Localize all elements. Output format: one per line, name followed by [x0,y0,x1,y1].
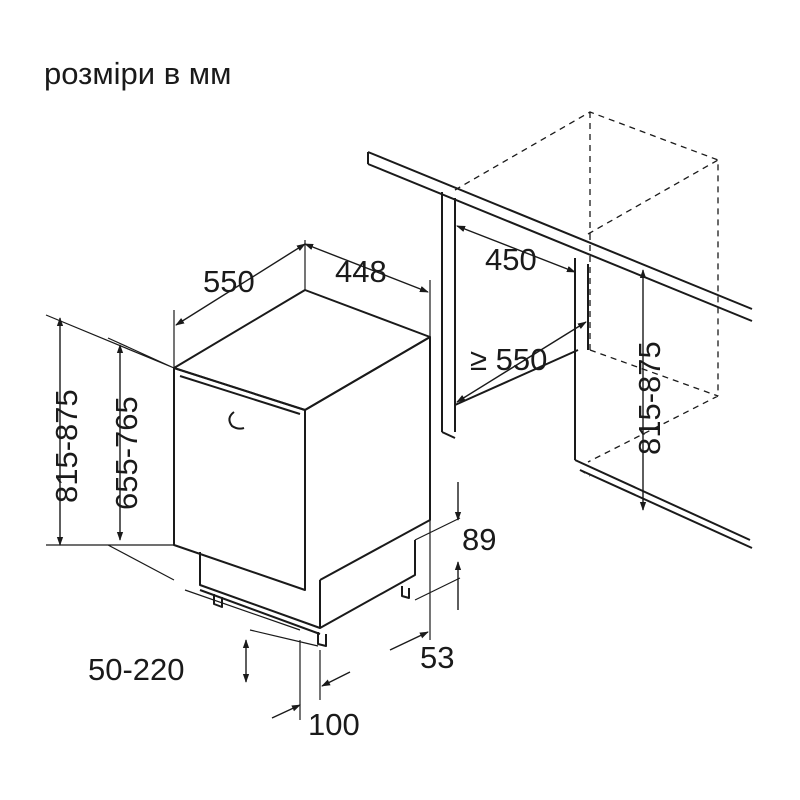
niche-back-outline [454,111,719,463]
label-plinth-height: 50-220 [88,652,185,687]
label-niche-width-450: 450 [485,242,537,277]
label-plinth-53: 53 [420,640,454,675]
label-width-448: 448 [335,254,387,289]
dimension-labels: 550 448 450 ≥ 550 815-875 815-875 655-76… [49,242,667,742]
niche-left-panel [441,192,456,439]
countertop [367,151,753,322]
label-plinth-89: 89 [462,522,496,557]
dishwasher-top [173,289,431,411]
page-title: розміри в мм [44,56,232,91]
label-door-height: 655-765 [109,396,144,510]
niche-cabinet [367,111,753,549]
dimension-lines [56,225,647,719]
label-depth-550: 550 [203,264,255,299]
door-handle-icon [228,411,245,430]
label-plinth-depth-100: 100 [308,707,360,742]
niche-hidden-edges [579,234,591,477]
label-niche-depth-550: ≥ 550 [470,342,547,377]
niche-floor [579,469,753,549]
dishwasher-plinth [199,540,416,629]
dishwasher-door [173,367,306,591]
dishwasher-feet [213,586,410,647]
label-total-height: 815-875 [49,389,84,503]
label-niche-height: 815-875 [632,341,667,455]
dishwasher-body [173,289,431,647]
dishwasher-side [304,336,431,581]
